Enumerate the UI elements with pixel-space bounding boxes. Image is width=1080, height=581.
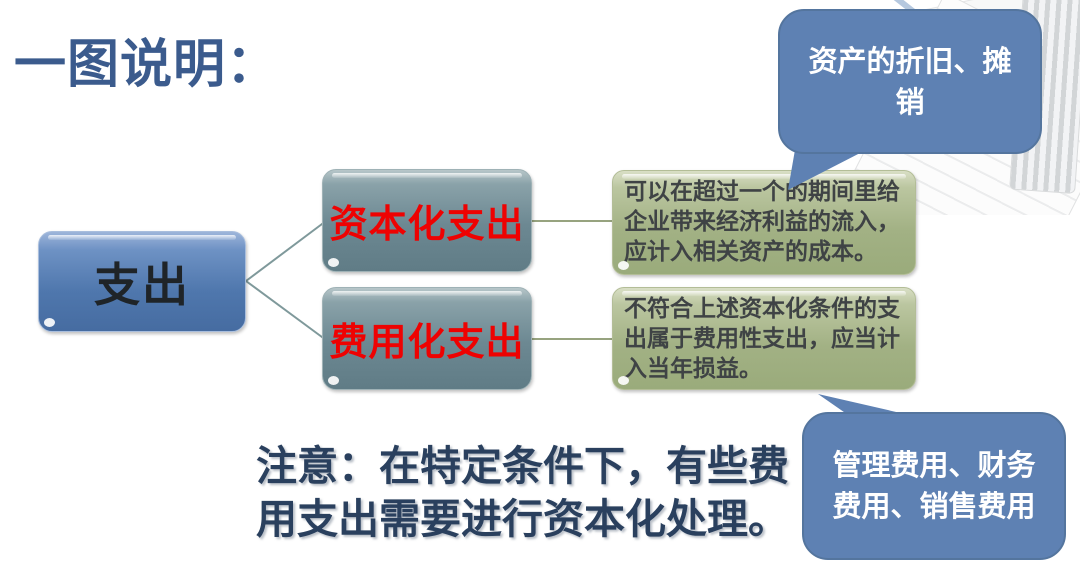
note-text: 注意：在特定条件下，有些费用支出需要进行资本化处理。 xyxy=(256,442,789,544)
root-node-label: 支出 xyxy=(94,257,190,312)
branch-line-bottom xyxy=(245,280,327,341)
callout-period-expenses: 管理费用、财务费用、销售费用 xyxy=(802,412,1066,560)
root-node-expenditure: 支出 xyxy=(38,231,246,332)
branch-line-top xyxy=(245,220,327,282)
description-expensed-text: 不符合上述资本化条件的支出属于费用性支出，应当计入当年损益。 xyxy=(624,296,900,382)
description-expensed: 不符合上述资本化条件的支出属于费用性支出，应当计入当年损益。 xyxy=(612,287,916,390)
callout-tail-top xyxy=(788,144,864,190)
page-title: 一图说明： xyxy=(14,35,280,95)
description-capitalized: 可以在超过一个的期间里给企业带来经济利益的流入，应计入相关资产的成本。 xyxy=(612,170,916,275)
callout-depreciation: 资产的折旧、摊销 xyxy=(778,9,1042,154)
description-capitalized-text: 可以在超过一个的期间里给企业带来经济利益的流入，应计入相关资产的成本。 xyxy=(624,179,900,265)
callout-depreciation-text: 资产的折旧、摊销 xyxy=(808,43,1012,119)
callout-period-expenses-text: 管理费用、财务费用、销售费用 xyxy=(832,448,1036,523)
node-capitalized-expenditure: 资本化支出 xyxy=(322,169,532,272)
node-capitalized-label: 资本化支出 xyxy=(329,202,525,246)
node-expensed-expenditure: 费用化支出 xyxy=(322,287,532,390)
node-expensed-label: 费用化支出 xyxy=(329,320,525,364)
